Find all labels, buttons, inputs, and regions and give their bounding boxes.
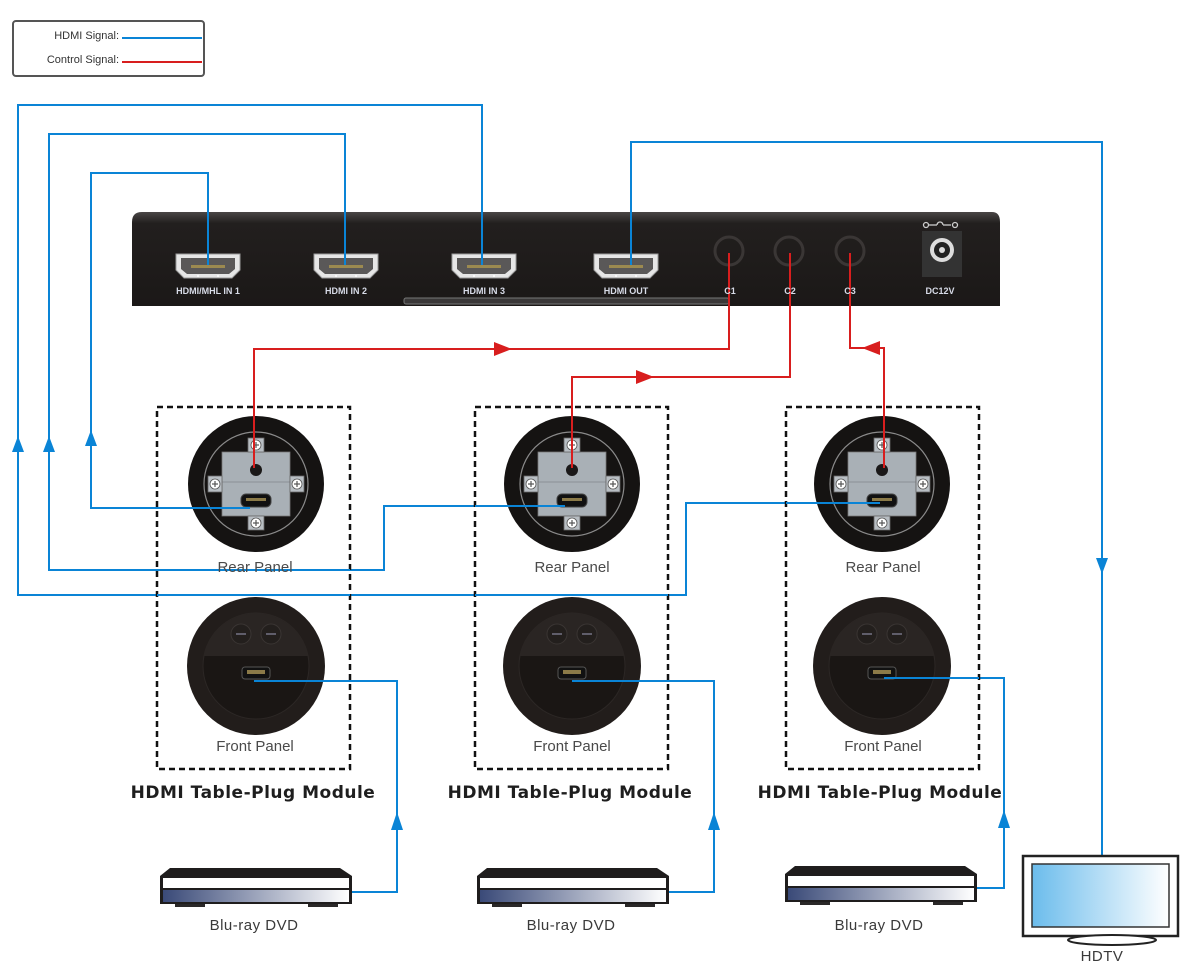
hdtv bbox=[1021, 854, 1180, 946]
polarity-icon bbox=[922, 221, 959, 229]
source-label-2: Blu-ray DVD bbox=[526, 917, 616, 934]
source-label-3: Blu-ray DVD bbox=[834, 917, 924, 934]
hdmi-line-out bbox=[630, 141, 1103, 855]
legend-label-control: Control Signal: bbox=[46, 54, 119, 66]
rear-panel-1 bbox=[187, 415, 325, 553]
switcher-body bbox=[132, 212, 1000, 306]
module-title-3: HDMI Table-Plug Module bbox=[757, 783, 1003, 803]
switcher-slot bbox=[403, 297, 730, 305]
module-1 bbox=[155, 405, 352, 771]
bluray-player-1 bbox=[160, 868, 352, 907]
port-label-c2: C2 bbox=[784, 286, 796, 296]
legend-item-control: Control Signal: bbox=[14, 54, 203, 70]
rear-panel-label-2: Rear Panel bbox=[534, 559, 610, 576]
legend: HDMI Signal: Control Signal: bbox=[12, 20, 205, 77]
dc12v-power-port[interactable] bbox=[922, 221, 962, 277]
front-panel-2 bbox=[502, 596, 642, 736]
front-panel-label-1: Front Panel bbox=[216, 738, 294, 755]
port-label-c1: C1 bbox=[724, 286, 736, 296]
bluray-player-3 bbox=[785, 866, 977, 905]
rear-panel-label-1: Rear Panel bbox=[217, 559, 293, 576]
legend-swatch-control bbox=[122, 61, 202, 63]
hdmi-arrows bbox=[12, 430, 1108, 830]
module-boundary bbox=[784, 405, 981, 771]
hdtv-label: HDTV bbox=[1080, 948, 1124, 965]
module-title-1: HDMI Table-Plug Module bbox=[130, 783, 376, 803]
arrow-up-icon bbox=[85, 430, 97, 446]
arrow-right-icon bbox=[494, 342, 512, 356]
hdmi-in-3-port[interactable] bbox=[451, 253, 517, 279]
hdmi-line-in1 bbox=[90, 172, 209, 450]
arrow-up-icon bbox=[708, 812, 720, 830]
front-panel-1 bbox=[186, 596, 326, 736]
module-boundary bbox=[155, 405, 352, 771]
module-boundary bbox=[473, 405, 670, 771]
arrow-up-icon bbox=[12, 436, 24, 452]
arrow-up-icon bbox=[998, 810, 1010, 828]
port-label-hdmi-in-3: HDMI IN 3 bbox=[462, 286, 506, 296]
legend-swatch-hdmi bbox=[122, 37, 202, 39]
source-label-1: Blu-ray DVD bbox=[209, 917, 299, 934]
port-label-hdmi-in-1: HDMI/MHL IN 1 bbox=[176, 286, 240, 296]
port-label-hdmi-out: HDMI OUT bbox=[603, 286, 649, 296]
front-panel-label-3: Front Panel bbox=[844, 738, 922, 755]
hdmi-line-in2 bbox=[48, 133, 346, 450]
bluray-player-2 bbox=[477, 868, 669, 907]
front-panel-3 bbox=[812, 596, 952, 736]
arrow-right-icon bbox=[636, 370, 654, 384]
hdmi-line-in3 bbox=[17, 104, 483, 450]
module-2 bbox=[473, 405, 670, 771]
front-panel-label-2: Front Panel bbox=[533, 738, 611, 755]
hdmi-line-module3 bbox=[17, 435, 880, 596]
hdmi-switcher bbox=[132, 212, 1000, 306]
arrow-left-icon bbox=[862, 341, 880, 355]
arrow-up-icon bbox=[43, 436, 55, 452]
module-3 bbox=[784, 405, 981, 771]
legend-label-hdmi: HDMI Signal: bbox=[54, 30, 119, 42]
arrow-down-icon bbox=[1096, 558, 1108, 574]
control-arrows bbox=[494, 341, 880, 384]
module-title-2: HDMI Table-Plug Module bbox=[447, 783, 693, 803]
port-label-c3: C3 bbox=[844, 286, 856, 296]
hdmi-signal-lines bbox=[17, 104, 1103, 893]
port-label-hdmi-in-2: HDMI IN 2 bbox=[324, 286, 368, 296]
legend-item-hdmi: HDMI Signal: bbox=[14, 30, 203, 46]
rear-panel-3 bbox=[813, 415, 951, 553]
port-label-dc12v: DC12V bbox=[925, 286, 955, 296]
rear-panel-label-3: Rear Panel bbox=[845, 559, 921, 576]
arrow-up-icon bbox=[391, 812, 403, 830]
hdmi-out-port[interactable] bbox=[593, 253, 659, 279]
hdmi-line-module2 bbox=[48, 435, 565, 571]
